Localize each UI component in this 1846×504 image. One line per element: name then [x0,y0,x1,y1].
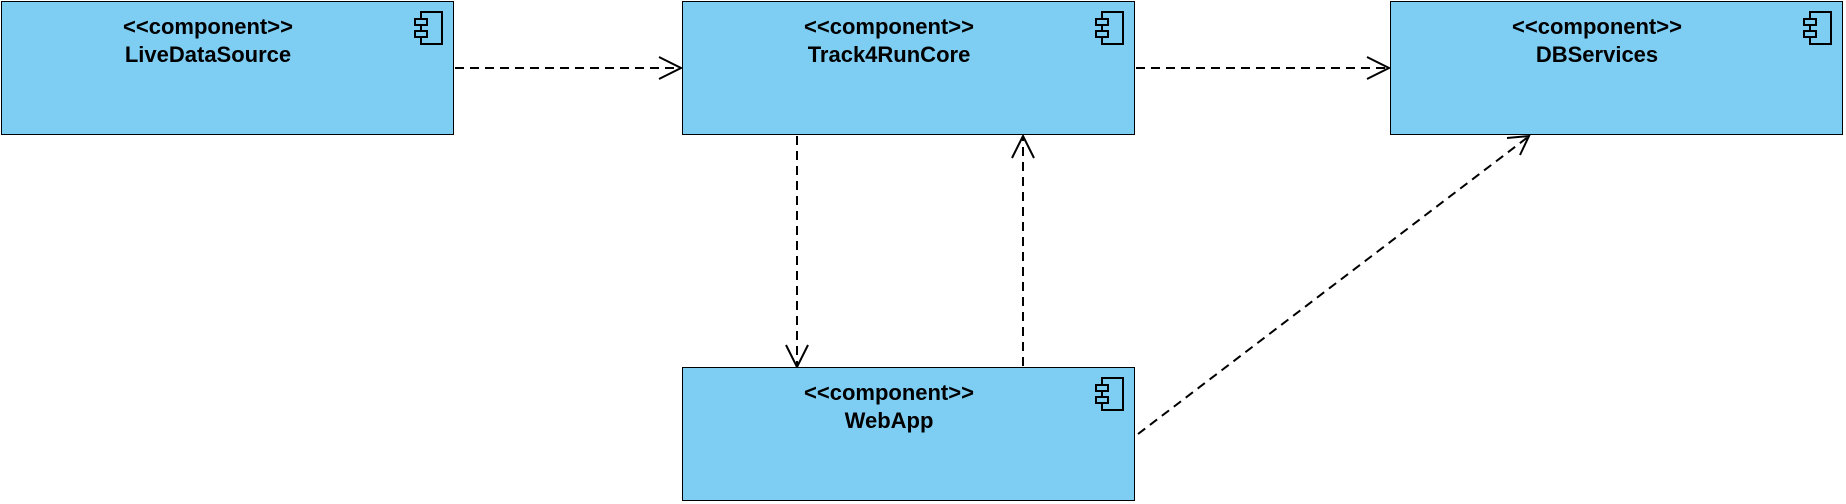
stereotype-label: <<component>> [804,380,974,405]
component-icon [414,11,443,45]
stereotype-label: <<component>> [1512,14,1682,39]
component-name: LiveDataSource [124,42,292,67]
component-name: DBServices [1535,42,1659,67]
component-icon [1095,11,1124,45]
component-livedatasource[interactable]: <<component>> LiveDataSource [1,1,454,135]
component-dbservices[interactable]: <<component>> DBServices [1390,1,1843,135]
dependency-core-to-webapp [785,136,809,370]
dependency-live-to-core [455,56,684,80]
component-icon [1803,11,1832,45]
dependency-webapp-to-db [1137,134,1531,435]
component-track4runcore[interactable]: <<component>> Track4RunCore [682,1,1135,135]
component-name: WebApp [844,408,934,433]
stereotype-label: <<component>> [123,14,293,39]
dependency-core-to-db [1136,56,1392,80]
component-name: Track4RunCore [807,42,971,67]
component-icon [1095,377,1124,411]
dependency-webapp-to-core [1011,133,1035,366]
stereotype-label: <<component>> [804,14,974,39]
component-webapp[interactable]: <<component>> WebApp [682,367,1135,501]
